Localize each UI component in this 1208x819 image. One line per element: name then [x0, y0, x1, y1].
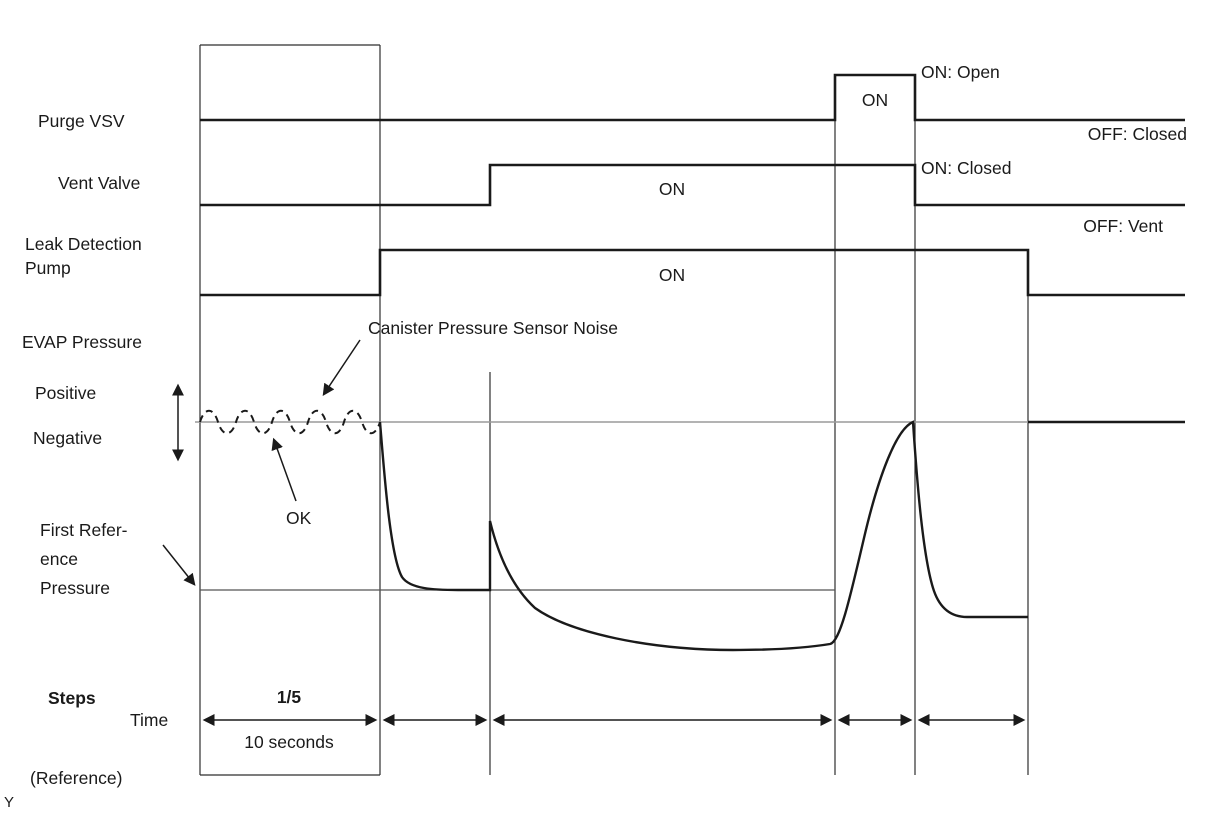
- purge-vsv-label: Purge VSV: [38, 111, 125, 131]
- pump-on-text: ON: [659, 265, 685, 285]
- first-reference-arrow: [162, 544, 196, 586]
- step-value-label: 1/5: [277, 687, 302, 707]
- first-reference-label-line2: ence: [40, 549, 78, 569]
- leak-pump-trace: [200, 248, 1185, 297]
- step-gridlines: [199, 44, 1029, 776]
- duration-label: 10 seconds: [244, 732, 334, 752]
- vent-valve-trace: [200, 163, 1185, 207]
- purge-vsv-trace: [200, 73, 1185, 122]
- evap-pressure-curve: [378, 420, 1185, 652]
- leak-pump-label-line1: Leak Detection: [25, 234, 142, 254]
- purge-on-text: ON: [862, 90, 888, 110]
- reference-label: (Reference): [30, 768, 122, 788]
- ok-annotation-label: OK: [286, 508, 312, 528]
- steps-label: Steps: [48, 688, 96, 708]
- evap-pressure-label: EVAP Pressure: [22, 332, 142, 352]
- leak-pump-label-line2: Pump: [25, 258, 71, 278]
- first-reference-label-line1: First Refer-: [40, 520, 128, 540]
- corner-mark: Y: [4, 794, 14, 811]
- purge-legend-off: OFF: Closed: [1088, 124, 1187, 144]
- purge-legend-on: ON: Open: [921, 62, 1000, 82]
- positive-label: Positive: [35, 383, 96, 403]
- first-reference-label-line3: Pressure: [40, 578, 110, 598]
- ok-annotation-arrow: [271, 437, 297, 502]
- vent-legend-off: OFF: Vent: [1083, 216, 1163, 236]
- vent-valve-label: Vent Valve: [58, 173, 140, 193]
- pressure-sensor-noise-wave: [199, 409, 381, 435]
- vent-legend-on: ON: Closed: [921, 158, 1011, 178]
- noise-annotation-arrow: [322, 339, 361, 396]
- vent-on-text: ON: [659, 179, 685, 199]
- negative-label: Negative: [33, 428, 102, 448]
- time-label: Time: [130, 710, 168, 730]
- noise-annotation-label: Canister Pressure Sensor Noise: [368, 318, 618, 338]
